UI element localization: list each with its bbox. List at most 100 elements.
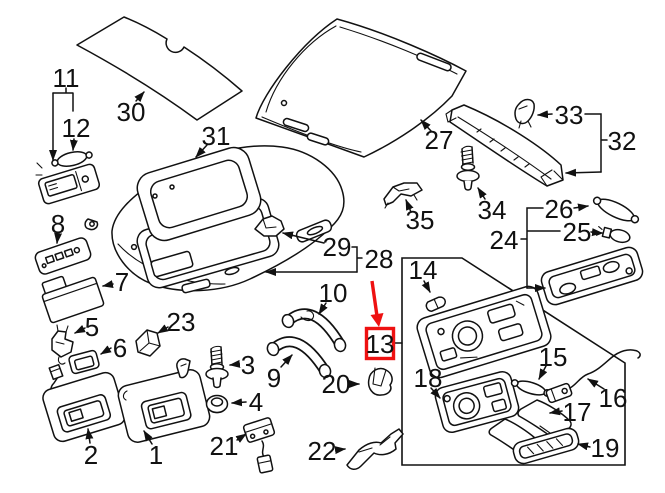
part-3-screw <box>205 345 229 389</box>
leader-17 <box>549 407 563 416</box>
part-14-bulb <box>425 296 446 312</box>
leader-2 <box>85 428 94 444</box>
bracket-24 <box>520 207 561 289</box>
part-11-dome-lamp <box>35 162 101 205</box>
highlight-box <box>364 326 396 361</box>
part-31-sunroof-seal-ring <box>136 146 262 242</box>
group-box-13 <box>401 257 626 466</box>
leader-22 <box>334 446 346 455</box>
part-label-35: 35 <box>406 205 435 235</box>
highlight-arrow-shaft <box>370 280 379 317</box>
part-label-2: 2 <box>84 440 98 470</box>
leader-15 <box>538 365 548 380</box>
leader-18 <box>430 387 441 399</box>
leader-21 <box>235 433 247 443</box>
part-label-10: 10 <box>319 278 348 308</box>
leader-25 <box>590 228 603 237</box>
leader-34 <box>477 187 487 200</box>
part-label-25: 25 <box>563 217 592 247</box>
part-label-34: 34 <box>478 195 507 225</box>
highlight-13 <box>364 280 396 361</box>
leader-5 <box>74 324 86 334</box>
part-label-5: 5 <box>85 312 99 342</box>
part-10-grab-handle <box>281 308 347 353</box>
leader-27 <box>420 119 432 132</box>
leader-30 <box>134 91 145 103</box>
part-label-1: 1 <box>149 440 163 470</box>
part-label-3: 3 <box>241 350 255 380</box>
part-label-20: 20 <box>322 369 351 399</box>
part-27-roof-panel <box>255 18 467 158</box>
part-label-7: 7 <box>115 267 129 297</box>
leader-31 <box>195 144 208 158</box>
leader-33 <box>537 110 553 119</box>
bracket-11 <box>52 87 74 112</box>
leader-4 <box>231 398 247 407</box>
leader-23 <box>157 324 169 334</box>
leader-1 <box>143 430 153 445</box>
part-label-17: 17 <box>563 397 592 427</box>
leader-9 <box>280 354 293 368</box>
part-22-bracket <box>346 428 404 470</box>
part-label-8: 8 <box>51 209 65 239</box>
part-label-19: 19 <box>591 433 620 463</box>
part-label-14: 14 <box>409 255 438 285</box>
part-label-6: 6 <box>113 333 127 363</box>
part-32-windshield-header <box>445 104 564 187</box>
leader-19 <box>577 442 591 451</box>
part-35-bracket <box>383 182 423 209</box>
part-label-31: 31 <box>202 121 231 151</box>
part-label-4: 4 <box>249 387 263 417</box>
part-label-11: 11 <box>53 63 80 93</box>
highlight-arrow-head <box>370 313 384 327</box>
part-label-24: 24 <box>490 225 519 255</box>
leader-35 <box>405 199 414 213</box>
leader-3 <box>229 359 241 368</box>
part-21-sensor <box>242 417 276 474</box>
part-4-grommet <box>205 394 229 414</box>
part-18-lamp-housing <box>434 370 520 434</box>
part-label-13: 13 <box>366 329 395 359</box>
part-label-30: 30 <box>117 97 146 127</box>
leader-6 <box>100 345 112 355</box>
part-25-wedge-bulb <box>595 226 631 244</box>
part-label-16: 16 <box>599 383 628 413</box>
part-label-23: 23 <box>167 307 196 337</box>
part-8-switch-panel <box>34 237 92 275</box>
part-5-bracket <box>51 324 74 365</box>
part-label-9: 9 <box>267 363 281 393</box>
bracket-28 <box>351 246 363 273</box>
leader-7 <box>102 280 114 288</box>
part-6-clip-pocket <box>68 349 100 375</box>
part-label-26: 26 <box>545 194 574 224</box>
part-7-panel <box>41 275 105 324</box>
part-13-overhead-console <box>416 285 552 379</box>
leader-lines <box>49 87 608 455</box>
part-20-clip <box>367 367 393 396</box>
leader-14 <box>421 280 431 293</box>
part-33-clip <box>514 98 535 129</box>
leader-16 <box>587 378 605 390</box>
leader-29 <box>282 231 325 244</box>
part-label-22: 22 <box>308 436 337 466</box>
part-9-grab-handle <box>266 336 332 379</box>
part-label-32: 32 <box>608 126 637 156</box>
part-16-switch-wiring <box>545 349 641 404</box>
part-label-18: 18 <box>414 363 443 393</box>
leader-26 <box>573 203 589 212</box>
part-1-sun-visor <box>117 358 211 443</box>
part-30-insulation-pad <box>76 16 243 121</box>
part-26-festoon-bulb <box>592 196 640 224</box>
part-23-cover <box>135 329 161 357</box>
leader-10 <box>318 302 328 315</box>
part-34-screw <box>456 145 480 191</box>
part-label-12: 12 <box>62 113 91 143</box>
part-24-map-lamp <box>540 246 644 306</box>
part-19-lens <box>512 427 580 465</box>
part-label-21: 21 <box>210 431 239 461</box>
leader-12 <box>69 138 78 151</box>
part-label-29: 29 <box>323 232 352 262</box>
